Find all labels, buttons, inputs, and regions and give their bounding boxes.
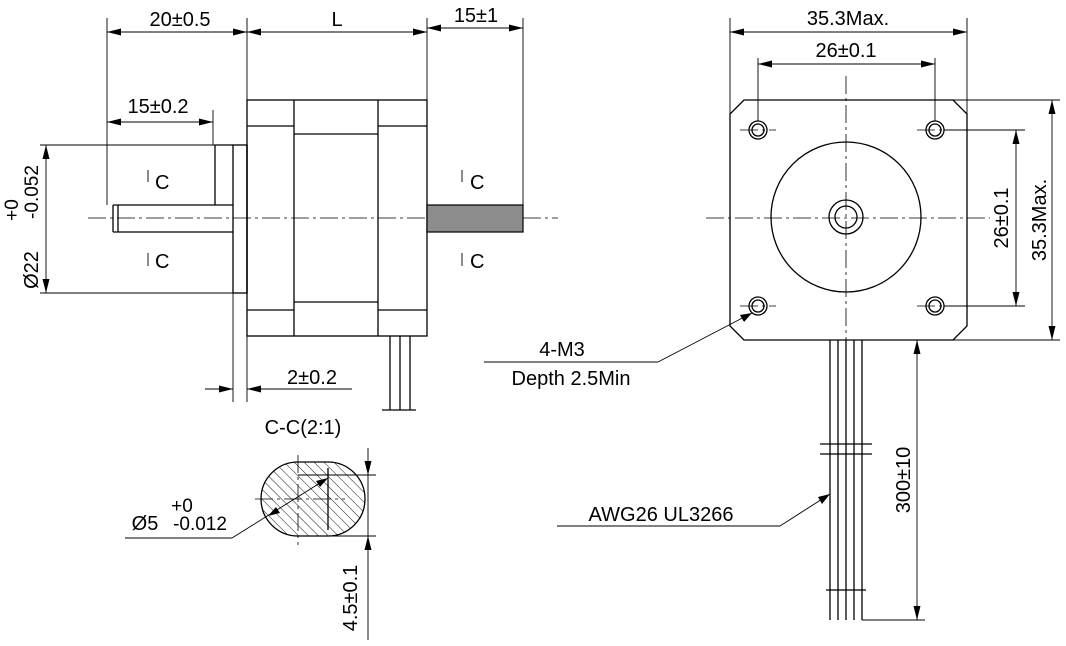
dim-height-max: 35.3Max. <box>1029 179 1051 261</box>
front-extension-lines <box>729 18 1060 621</box>
dim-boss-thickness: 2±0.2 <box>287 367 337 389</box>
hole-note-thread: 4-M3 <box>539 339 585 361</box>
hole-note-depth: Depth 2.5Min <box>512 368 631 390</box>
dia-arrow <box>268 507 280 516</box>
dim-shaft-diameter-lower: -0.012 <box>173 514 227 535</box>
side-view: C C C C 20±0.5 L 15±1 15±0.2 2±0.2 Ø22 +… <box>2 5 558 411</box>
dim-boss-diameter-main: Ø22 <box>21 251 43 289</box>
dim-shaft-flat-length: 15±0.2 <box>127 96 188 118</box>
dim-boss-diameter-lower: -0.052 <box>22 165 43 219</box>
side-lead-wires <box>382 336 416 411</box>
section-title: C-C(2:1) <box>265 417 342 439</box>
front-leaders <box>484 312 831 527</box>
dim-lead-length: 300±10 <box>893 447 915 514</box>
front-view: 35.3Max. 26±0.1 26±0.1 35.3Max. 300±10 4… <box>484 8 1060 621</box>
front-shaft-inner <box>834 205 858 229</box>
section-mark-c: C <box>470 251 484 273</box>
dim-shaft-diameter-upper: +0 <box>171 496 193 517</box>
dim-hole-spacing-v: 26±0.1 <box>991 187 1013 248</box>
flat-arrow <box>364 461 372 475</box>
side-dimension-lines <box>42 24 523 393</box>
dim-shaft-flat: 4.5±0.1 <box>340 565 362 632</box>
section-view: C-C(2:1) Ø5 +0 -0.012 4.5±0.1 <box>125 417 376 640</box>
dia-leader <box>231 477 329 539</box>
dim-boss-diameter: Ø22 +0 -0.052 <box>2 165 43 289</box>
side-extension-lines <box>40 18 524 402</box>
front-boss-circle <box>770 141 922 293</box>
dim-shaft-diameter-main: Ø5 <box>132 513 159 535</box>
dim-width-max: 35.3Max. <box>807 8 889 30</box>
front-lead-wires <box>820 340 872 620</box>
front-dimension-lines <box>730 28 1056 620</box>
dim-hole-spacing-h: 26±0.1 <box>815 40 876 62</box>
section-mark-c: C <box>470 172 484 194</box>
front-shaft-outer <box>828 199 864 235</box>
flat-arrow <box>364 536 372 550</box>
section-mark-c: C <box>155 251 169 273</box>
mounting-boss <box>232 144 248 294</box>
dim-flange-length: 20±0.5 <box>149 9 210 31</box>
dim-rear-shaft: 15±1 <box>454 5 498 27</box>
rear-shaft <box>426 204 524 233</box>
section-mark-c: C <box>155 172 169 194</box>
dia-arrow <box>316 478 328 487</box>
section-marks: C C C C <box>147 170 484 273</box>
dim-body-length: L <box>331 9 342 31</box>
wire-spec-note: AWG26 UL3266 <box>589 504 734 526</box>
dim-boss-diameter-upper: +0 <box>2 199 23 221</box>
front-shaft <box>112 144 233 233</box>
